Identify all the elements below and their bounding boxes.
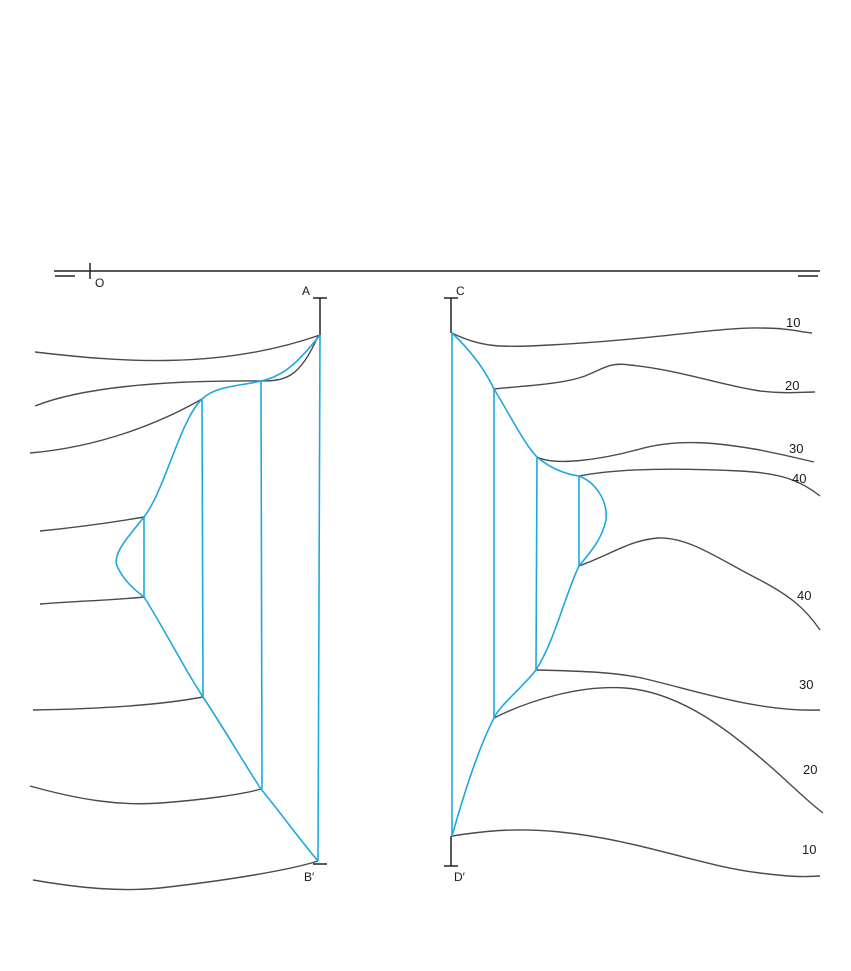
left-contour-line [29,398,203,454]
right-contour-line [578,537,821,631]
contour-label: 40 [792,471,806,486]
contour-label: 10 [802,842,816,857]
right-contour-line [535,669,821,711]
contour-label: 20 [803,762,817,777]
right-profile-drop [535,456,538,671]
left-profile-drop [317,334,321,862]
right-contour-line [493,686,824,814]
point-b-label: B′ [304,870,315,884]
contour-label: 10 [786,315,800,330]
left-axis [313,297,327,865]
left-contour-line [29,785,262,805]
contour-label: 40 [797,588,811,603]
point-c-label: C [456,284,465,298]
left-contours [29,334,321,891]
contour-label: 30 [789,441,803,456]
left-contour-line [34,335,319,407]
left-profile-drop [201,398,204,698]
right-axis [444,297,458,867]
right-contours [451,327,824,878]
left-profile-drop [260,380,263,790]
left-contour-line [32,696,204,711]
contour-label: 30 [799,677,813,692]
left-profile-curve [115,334,321,862]
right-contour-line [493,363,816,394]
origin-label: O [95,276,104,290]
right-contour-line [451,829,821,878]
left-contour-line [39,596,145,605]
right-section-profile [451,332,607,837]
reference-line [54,263,820,279]
left-contour-line [34,334,321,362]
left-contour-line [39,516,145,532]
point-d-label: D′ [454,870,466,884]
left-section-profile [115,334,321,862]
point-a-label: A [302,284,310,298]
contour-label: 20 [785,378,799,393]
contour-labels: 10 20 30 40 40 30 20 10 [785,315,817,857]
left-contour-line [32,860,319,891]
right-contour-line [451,327,813,348]
right-contour-line [578,468,821,497]
right-contour-line [536,441,815,463]
right-profile-curve [451,332,607,837]
